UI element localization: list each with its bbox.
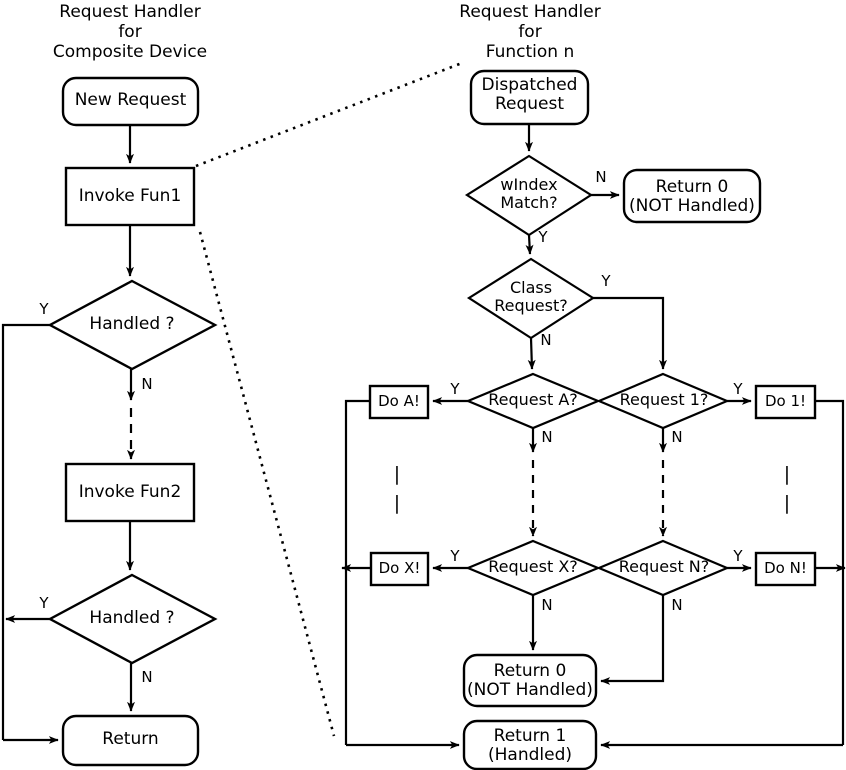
guide-upper-dotted xyxy=(195,61,463,168)
edge-label-request-x-yes: Y xyxy=(450,547,460,565)
node-invoke-fun1 xyxy=(64,166,196,227)
node-handled-1 xyxy=(47,279,218,371)
edge-label-windex-yes: Y xyxy=(538,228,548,246)
guide-lower-dotted xyxy=(198,231,336,737)
edge-label-request-n-no: N xyxy=(671,596,683,614)
edge-label-handled2-no: N xyxy=(141,668,153,686)
edge-label-class-yes: Y xyxy=(601,272,611,290)
edge-class-no xyxy=(527,337,536,370)
edge-label-request-1-yes: Y xyxy=(733,380,743,398)
node-do-x xyxy=(369,551,430,587)
edge-windex-yes xyxy=(525,234,534,255)
edge-label-handled1-yes: Y xyxy=(39,300,49,318)
node-request-1 xyxy=(596,372,730,430)
edge-label-request-a-yes: Y xyxy=(450,380,460,398)
node-class-request xyxy=(466,257,596,340)
node-request-a xyxy=(465,372,601,430)
edge-class-yes xyxy=(593,296,667,370)
node-return xyxy=(61,714,200,767)
edge-label-request-1-no: N xyxy=(671,428,683,446)
node-new-request xyxy=(61,76,200,127)
node-do-a xyxy=(368,384,430,420)
edge-label-request-x-no: N xyxy=(541,596,553,614)
node-handled-2 xyxy=(47,573,218,665)
edge-label-handled1-no: N xyxy=(141,375,153,393)
node-return0-bottom xyxy=(462,653,598,708)
edge-handled1-yes-rail xyxy=(1,323,50,740)
rail-right-do-1 xyxy=(815,399,845,745)
rail-left-do-a xyxy=(344,399,370,745)
node-do-1 xyxy=(754,384,817,420)
node-invoke-fun2 xyxy=(64,462,196,523)
node-return1 xyxy=(462,719,598,770)
edge-label-request-n-yes: Y xyxy=(733,547,743,565)
node-dispatched-request xyxy=(469,69,590,126)
edge-label-request-a-no: N xyxy=(541,428,553,446)
node-return0-top xyxy=(622,168,762,224)
node-do-n xyxy=(754,551,817,587)
edge-request-n-no-to-return0 xyxy=(600,595,665,685)
node-request-x xyxy=(465,539,601,597)
node-request-n xyxy=(596,539,730,597)
node-windex-match xyxy=(464,154,594,237)
edge-label-windex-no: N xyxy=(595,168,607,186)
edge-label-handled2-yes: Y xyxy=(39,594,49,612)
edge-label-class-no: N xyxy=(540,331,552,349)
